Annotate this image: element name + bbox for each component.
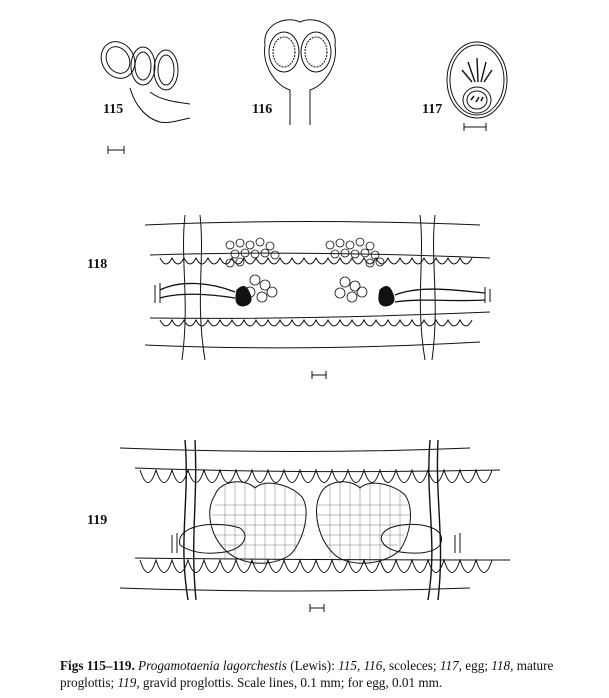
- caption-figs: Figs 115–119.: [60, 658, 135, 673]
- figure-label-119: 119: [87, 513, 108, 528]
- caption-n117: 117,: [439, 658, 462, 673]
- figure-label-118: 118: [87, 257, 108, 272]
- caption-n118: 118,: [491, 658, 514, 673]
- figure-118-mature-proglottis-drawing: [144, 214, 491, 379]
- caption-text-gravid: gravid proglottis. Scale lines, 0.1 mm; …: [142, 675, 443, 690]
- figure-label-116: 116: [252, 102, 273, 117]
- figure-label-117: 117: [422, 102, 443, 117]
- caption-text-scoleces: scoleces;: [388, 658, 437, 673]
- caption-n119: 119,: [117, 675, 140, 690]
- caption-species: Progamotaenia lagorchestis: [138, 658, 287, 673]
- caption-text-mature: mature proglottis;: [60, 658, 554, 690]
- figure-116-scolex-drawing: [264, 19, 336, 125]
- figure-117-egg-drawing: [446, 41, 508, 131]
- caption-author: (Lewis):: [290, 658, 335, 673]
- caption-n115-116: 115, 116,: [338, 658, 386, 673]
- figure-caption: Figs 115–119. Progamotaenia lagorchestis…: [60, 657, 600, 691]
- caption-text-egg: egg;: [465, 658, 488, 673]
- figure-119-gravid-proglottis-drawing: [119, 439, 511, 612]
- figure-label-115: 115: [103, 102, 124, 117]
- figure-115-scolex-drawing: [100, 41, 191, 154]
